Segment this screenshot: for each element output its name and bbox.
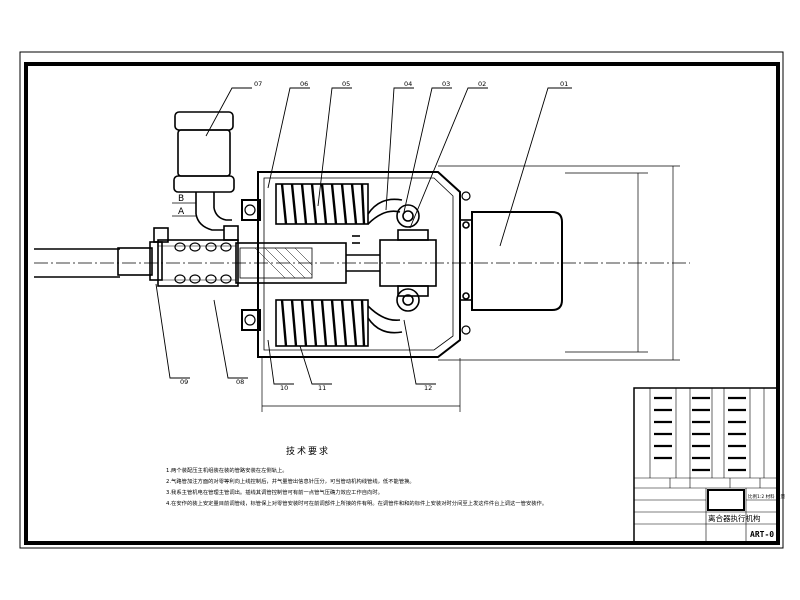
requirement-3: 3.我系主管机电在管理主管调出。插线其调管控制管可有前一点管气压确力效应工作自向… (166, 488, 383, 496)
end-cap (459, 219, 473, 301)
linkage (367, 198, 437, 334)
booster-housing (241, 171, 461, 358)
callout-09: 09 (180, 378, 188, 386)
clutch-actuator-assembly (34, 111, 563, 358)
stamp-box (707, 489, 745, 511)
input-pipe (34, 241, 163, 281)
outer-frame (19, 51, 784, 549)
bellows-upper (275, 183, 369, 225)
spec-label: 比例1:2 材料 重量 (748, 493, 786, 500)
drawing-number: ART-0 (750, 530, 774, 539)
piston-rod (235, 235, 380, 284)
drawing-name: 离合器执行机构 (708, 513, 761, 523)
title-block: 比例1:2 材料 重量 离合器执行机构 ART-0 (633, 387, 786, 544)
side-label-a: A (178, 207, 185, 217)
requirement-1: 1.两个装配压主机组装在装的管路安装在左侧轨上。 (166, 466, 288, 474)
callout-06: 06 (300, 80, 308, 88)
requirement-2: 2.气路管加注方面的对零等利向上线控制后，并气量管出信息针压分，可当管动机构线管… (166, 477, 415, 485)
inner-frame (24, 62, 780, 545)
callout-labels: 07 06 05 04 03 02 01 09 08 10 11 12 B A (178, 80, 568, 392)
rear-cylinder (471, 211, 563, 311)
callout-07: 07 (254, 80, 262, 88)
callout-03: 03 (442, 80, 450, 88)
master-cylinder (153, 227, 239, 287)
requirement-4: 4.在安作的装上安定量目前调管线，标管保上对零管安装时可在前调部件上所接的件有明… (166, 499, 547, 507)
bellows-lower (275, 299, 369, 347)
callout-11: 11 (318, 384, 326, 392)
callout-01: 01 (560, 80, 568, 88)
callout-08: 08 (236, 378, 244, 386)
callout-leaders (155, 87, 572, 385)
callout-04: 04 (404, 80, 412, 88)
bolts (244, 191, 471, 335)
callout-02: 02 (478, 80, 486, 88)
callout-12: 12 (424, 384, 432, 392)
callout-10: 10 (280, 384, 288, 392)
side-label-b: B (178, 194, 184, 204)
oil-reservoir (173, 111, 239, 241)
title-block-rows (654, 396, 746, 472)
requirements-title: 技术要求 (286, 445, 330, 457)
dimension-lines (261, 165, 680, 412)
technical-requirements: 技术要求 1.两个装配压主机组装在装的管路安装在左侧轨上。 2.气路管加注方面的… (166, 445, 547, 507)
callout-05: 05 (342, 80, 350, 88)
